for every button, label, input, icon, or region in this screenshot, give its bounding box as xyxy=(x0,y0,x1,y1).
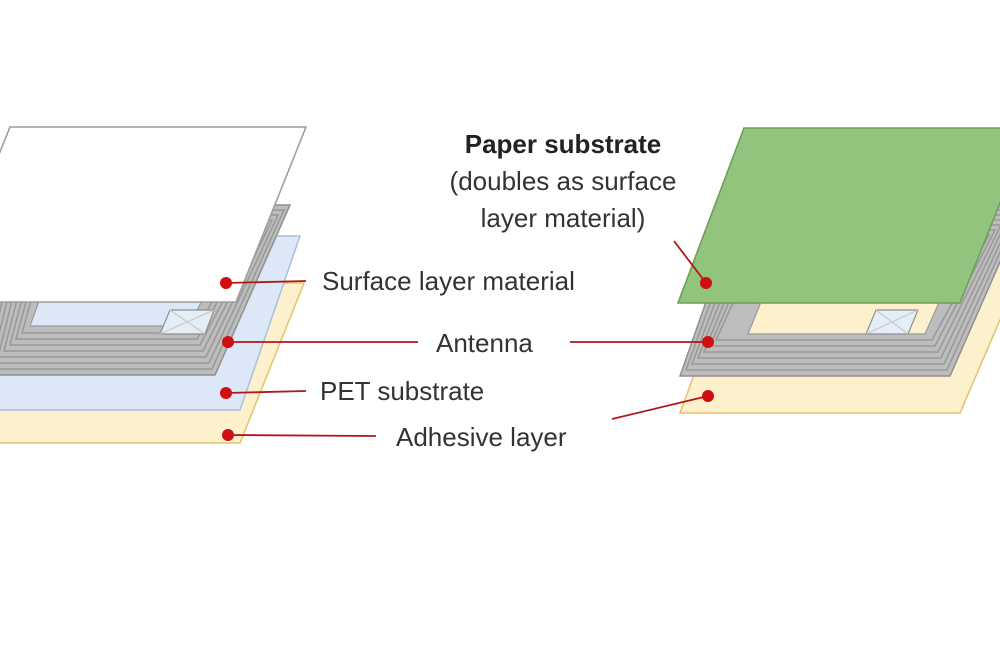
leader-surface xyxy=(225,280,307,284)
label-antenna: Antenna xyxy=(436,328,533,358)
dot-adhesive-left xyxy=(222,429,234,441)
left-leaders xyxy=(220,277,418,441)
leader-adhesive-left xyxy=(227,434,377,437)
dot-antenna-left xyxy=(222,336,234,348)
dot-antenna-right xyxy=(702,336,714,348)
right-leaders xyxy=(570,240,714,420)
right-tag-stack xyxy=(676,127,1000,414)
left-surface-layer xyxy=(0,126,308,303)
leader-paper xyxy=(673,240,707,284)
dot-pet xyxy=(220,387,232,399)
label-pet-substrate: PET substrate xyxy=(320,376,484,406)
leader-pet xyxy=(225,390,307,394)
label-paper-note-line2: layer material) xyxy=(481,203,646,233)
leader-adhesive-right xyxy=(611,395,709,420)
dot-paper xyxy=(700,277,712,289)
label-adhesive-layer: Adhesive layer xyxy=(396,422,567,452)
right-paper-substrate xyxy=(676,127,1000,304)
label-paper-note-line1: (doubles as surface xyxy=(450,166,677,196)
label-surface-layer: Surface layer material xyxy=(322,266,575,296)
dot-adhesive-right xyxy=(702,390,714,402)
label-paper-substrate: Paper substrate xyxy=(465,129,662,159)
left-tag-stack xyxy=(0,126,308,444)
dot-surface xyxy=(220,277,232,289)
